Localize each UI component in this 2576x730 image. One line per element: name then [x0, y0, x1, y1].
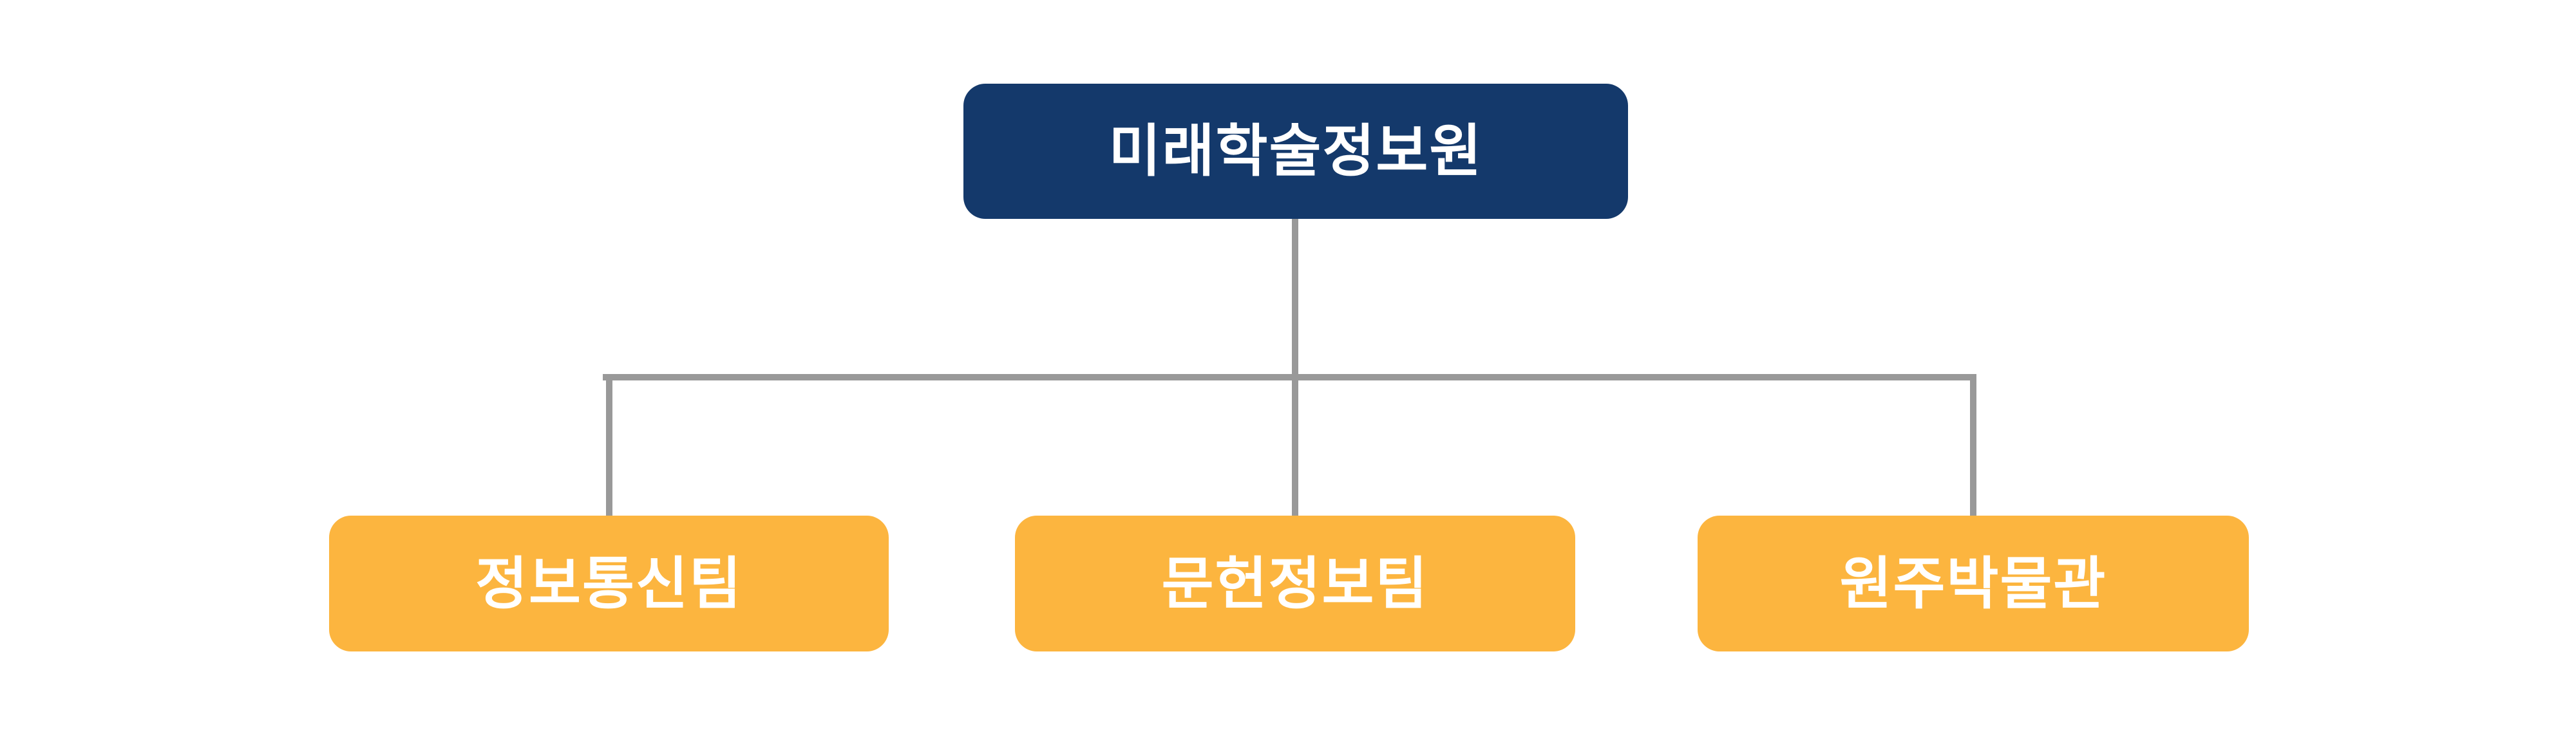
connector-horizontal-rail: [603, 374, 1976, 380]
connector-drop-right: [1970, 374, 1976, 516]
connector-root-to-middle: [1292, 218, 1298, 516]
org-node-child-1: 정보통신팀: [329, 516, 889, 651]
org-node-root: 미래학술정보원: [963, 84, 1628, 219]
connector-drop-left: [606, 374, 612, 516]
org-node-child-2: 문헌정보팀: [1015, 516, 1575, 651]
org-node-child-3: 원주박물관: [1698, 516, 2249, 651]
